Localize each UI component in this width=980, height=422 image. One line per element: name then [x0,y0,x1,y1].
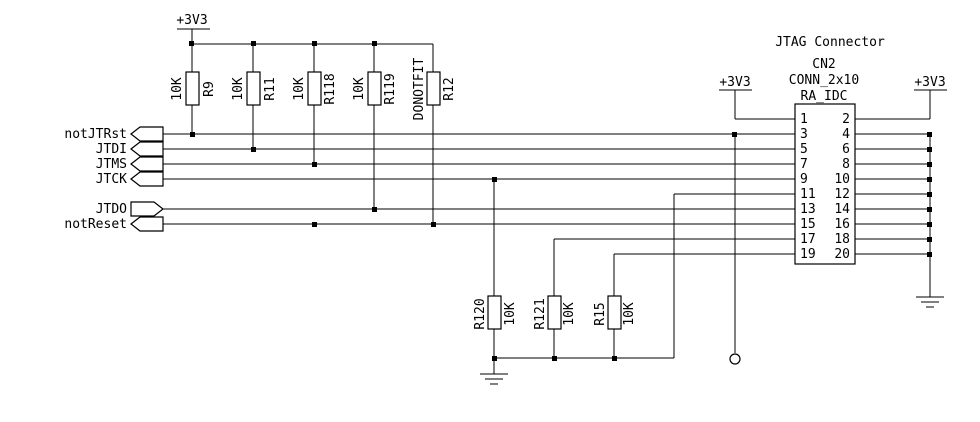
junction-dots [189,41,932,361]
junction-dot [927,147,932,152]
junction-dot [431,222,436,227]
r12-ref: R12 [442,77,457,100]
port-jtdo: JTDO [96,201,164,217]
junction-dot [492,356,497,361]
r119-ref: R119 [383,73,398,104]
junction-dot [927,177,932,182]
pin-label-right: 16 [834,217,850,232]
junction-dot [927,132,932,137]
signal-label-jtdi: JTDI [96,142,127,157]
port-jtdi: JTDI [96,141,164,157]
pin-label-right: 18 [834,232,850,247]
junction-dot [190,132,195,137]
pin-label-left: 17 [800,232,816,247]
r121-value: 10K [562,302,577,326]
pin-label-right: 20 [834,247,850,262]
junction-dot [927,207,932,212]
pin-label-right: 12 [834,187,850,202]
pin-label-left: 13 [800,202,816,217]
resistor-r119: 10K R119 [352,44,398,209]
junction-dot [927,222,932,227]
r9-value: 10K [170,77,185,101]
connector-footprint: RA_IDC [801,89,848,104]
signal-label-notreset: notReset [64,217,127,232]
junction-dot [492,177,497,182]
junction-dot [189,41,194,46]
pin-label-left: 19 [800,247,816,262]
connector-ref: CN2 [812,57,835,72]
testpoint [729,353,741,365]
resistor-r15: R15 10K [593,253,795,358]
r9-ref: R9 [202,81,217,97]
resistor-r120: R120 10K [473,179,518,358]
signal-label-jtck: JTCK [96,172,127,187]
top-power-label: +3V3 [176,13,207,28]
r121-ref: R121 [533,298,548,329]
ground-symbol-left [480,373,508,385]
signal-label-jtdo: JTDO [96,202,127,217]
r118-ref: R118 [323,73,338,104]
r11-ref: R11 [263,77,278,100]
resistor-r12: DONOTFIT R12 [412,44,457,224]
resistor-r11: 10K R11 [231,44,278,149]
right-power-label: +3V3 [914,75,945,90]
junction-dot [612,356,617,361]
junction-dot [372,207,377,212]
r118-value: 10K [292,77,307,101]
junction-dot [927,162,932,167]
r12-value: DONOTFIT [412,58,427,121]
signal-label-notjtrst: notJTRst [64,127,127,142]
pin-label-right: 6 [842,142,850,157]
r11-value: 10K [231,77,246,101]
pin-label-right: 2 [842,112,850,127]
pin-label-left: 1 [800,112,808,127]
pin-label-left: 11 [800,187,816,202]
port-notjtrst: notJTRst [64,126,164,142]
pin-label-left: 3 [800,127,808,142]
pin-label-right: 10 [834,172,850,187]
junction-dot [927,237,932,242]
junction-dot [927,192,932,197]
junction-dot [552,356,557,361]
ground-symbol-right [916,296,944,308]
junction-dot [251,147,256,152]
connector-part: CONN_2x10 [789,73,859,88]
junction-dot [732,132,737,137]
pin-label-right: 4 [842,127,850,142]
junction-dot [312,222,317,227]
r119-value: 10K [352,77,367,101]
connector-body [794,103,856,265]
pin-label-right: 8 [842,157,850,172]
signal-label-jtms: JTMS [96,157,127,172]
junction-dot [312,41,317,46]
pin-label-left: 7 [800,157,808,172]
pin-label-left: 15 [800,217,816,232]
r120-ref: R120 [473,298,488,329]
pin-label-right: 14 [834,202,850,217]
junction-dot [312,162,317,167]
port-notreset: notReset [64,216,164,232]
junction-dot [372,41,377,46]
r120-value: 10K [503,302,518,326]
port-jtck: JTCK [96,171,164,187]
r15-value: 10K [622,302,637,326]
left-power-label: +3V3 [719,75,750,90]
junction-dot [251,41,256,46]
resistor-r121: R121 10K [533,238,795,358]
resistor-r118: 10K R118 [292,44,338,164]
junction-dot [927,252,932,257]
schematic-title: JTAG Connector [775,35,885,50]
r15-ref: R15 [593,302,608,325]
pin-label-left: 5 [800,142,808,157]
pin-label-left: 9 [800,172,808,187]
resistor-r9: 10K R9 [170,44,217,134]
port-jtms: JTMS [96,156,164,172]
